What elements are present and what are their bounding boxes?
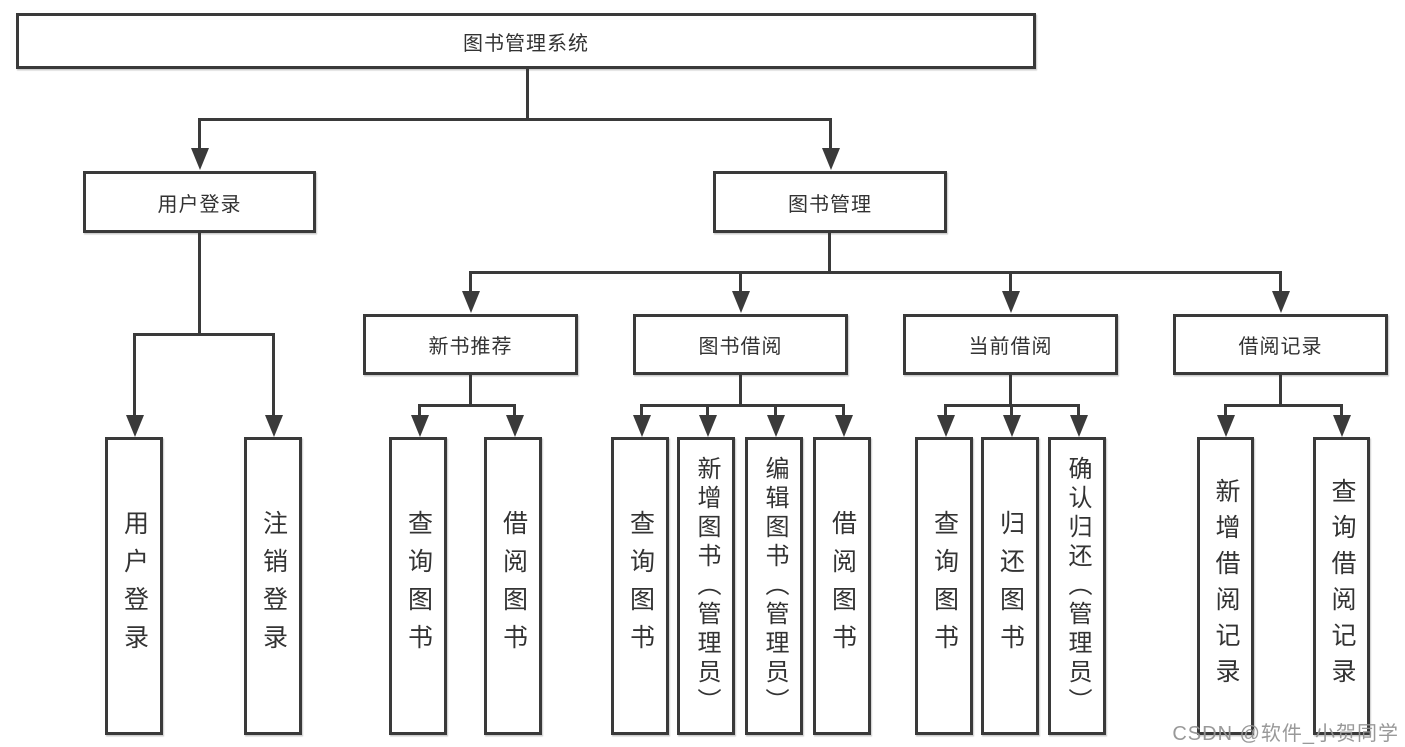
arrowhead-down-icon: [731, 291, 750, 313]
connector-line: [944, 404, 947, 417]
connector-line: [272, 333, 275, 417]
leaf-borrow-books-2-label: 借阅图书: [828, 510, 857, 662]
leaf-query-books-2: 查询图书: [611, 437, 669, 735]
connector-line: [1010, 404, 1013, 417]
node-user-login-label: 用户登录: [157, 193, 242, 216]
node-book-management: 图书管理: [713, 171, 947, 233]
leaf-confirm-return-admin: 确认归还（管理员）: [1048, 437, 1106, 735]
leaf-query-books-3-label: 查询图书: [930, 510, 959, 662]
arrowhead-down-icon: [766, 415, 785, 437]
leaf-query-borrow-record-label: 查询借阅记录: [1328, 478, 1356, 694]
connector-line: [469, 375, 472, 407]
arrowhead-down-icon: [821, 148, 840, 170]
connector-line: [706, 404, 709, 417]
connector-line: [842, 404, 845, 417]
connector-line: [1279, 271, 1282, 293]
connector-line: [526, 69, 529, 120]
arrowhead-down-icon: [410, 415, 429, 437]
leaf-add-borrow-record: 新增借阅记录: [1197, 437, 1254, 735]
connector-line: [1009, 271, 1012, 293]
leaf-borrow-books-1: 借阅图书: [484, 437, 542, 735]
leaf-edit-books-admin-label: 编辑图书（管理员）: [761, 455, 788, 717]
arrowhead-down-icon: [125, 415, 144, 437]
node-book-management-label: 图书管理: [788, 193, 872, 216]
node-borrow-records-label: 借阅记录: [1238, 336, 1323, 358]
connector-line: [1279, 375, 1282, 407]
arrowhead-down-icon: [1332, 415, 1351, 437]
node-borrow-records: 借阅记录: [1173, 314, 1388, 375]
arrowhead-down-icon: [936, 415, 955, 437]
connector-line: [739, 271, 742, 293]
node-book-borrow-label: 图书借阅: [698, 336, 783, 358]
connector-line: [774, 404, 777, 417]
connector-line: [418, 404, 421, 417]
arrowhead-down-icon: [505, 415, 524, 437]
connector-line: [133, 333, 275, 336]
connector-line: [1077, 404, 1080, 417]
leaf-user-login-label: 用户登录: [120, 510, 149, 662]
node-new-book-recommend-label: 新书推荐: [428, 336, 513, 358]
leaf-query-books-1: 查询图书: [389, 437, 447, 735]
connector-line: [1224, 404, 1343, 407]
connector-line: [513, 404, 516, 417]
leaf-borrow-books-1-label: 借阅图书: [499, 510, 528, 662]
node-current-borrow: 当前借阅: [903, 314, 1118, 375]
arrowhead-down-icon: [190, 148, 209, 170]
arrowhead-down-icon: [264, 415, 283, 437]
arrowhead-down-icon: [834, 415, 853, 437]
connector-line: [640, 404, 845, 407]
leaf-query-books-1-label: 查询图书: [404, 510, 433, 662]
connector-line: [828, 233, 831, 273]
arrowhead-down-icon: [1271, 291, 1290, 313]
leaf-query-books-3: 查询图书: [915, 437, 973, 735]
node-book-borrow: 图书借阅: [633, 314, 848, 375]
arrowhead-down-icon: [698, 415, 717, 437]
node-new-book-recommend: 新书推荐: [363, 314, 578, 375]
leaf-add-books-admin-label: 新增图书（管理员）: [693, 455, 720, 717]
node-current-borrow-label: 当前借阅: [968, 336, 1053, 358]
leaf-user-login: 用户登录: [105, 437, 163, 735]
connector-line: [469, 271, 472, 293]
leaf-return-books-label: 归还图书: [996, 510, 1025, 662]
arrowhead-down-icon: [632, 415, 651, 437]
node-root-label: 图书管理系统: [463, 32, 589, 55]
csdn-watermark: CSDN @软件_小贺同学: [1172, 723, 1399, 745]
connector-line: [1340, 404, 1343, 417]
connector-line: [739, 375, 742, 407]
connector-line: [469, 271, 1282, 274]
node-user-login: 用户登录: [83, 171, 316, 233]
leaf-borrow-books-2: 借阅图书: [813, 437, 871, 735]
connector-line: [1224, 404, 1227, 417]
arrowhead-down-icon: [1216, 415, 1235, 437]
node-root: 图书管理系统: [16, 13, 1036, 69]
connector-line: [418, 404, 516, 407]
connector-line: [640, 404, 643, 417]
leaf-confirm-return-admin-label: 确认归还（管理员）: [1064, 455, 1091, 717]
leaf-edit-books-admin: 编辑图书（管理员）: [745, 437, 803, 735]
arrowhead-down-icon: [1001, 291, 1020, 313]
leaf-logout-label: 注销登录: [259, 510, 288, 662]
leaf-add-books-admin: 新增图书（管理员）: [677, 437, 735, 735]
leaf-return-books: 归还图书: [981, 437, 1039, 735]
connector-line: [133, 333, 136, 417]
connector-line: [829, 118, 832, 150]
connector-line: [198, 233, 201, 335]
arrowhead-down-icon: [1069, 415, 1088, 437]
connector-line: [1009, 375, 1012, 407]
leaf-query-books-2-label: 查询图书: [626, 510, 655, 662]
leaf-logout: 注销登录: [244, 437, 302, 735]
arrowhead-down-icon: [461, 291, 480, 313]
leaf-add-borrow-record-label: 新增借阅记录: [1212, 478, 1240, 694]
leaf-query-borrow-record: 查询借阅记录: [1313, 437, 1370, 735]
arrowhead-down-icon: [1002, 415, 1021, 437]
connector-line: [198, 118, 201, 150]
connector-line: [198, 118, 832, 121]
